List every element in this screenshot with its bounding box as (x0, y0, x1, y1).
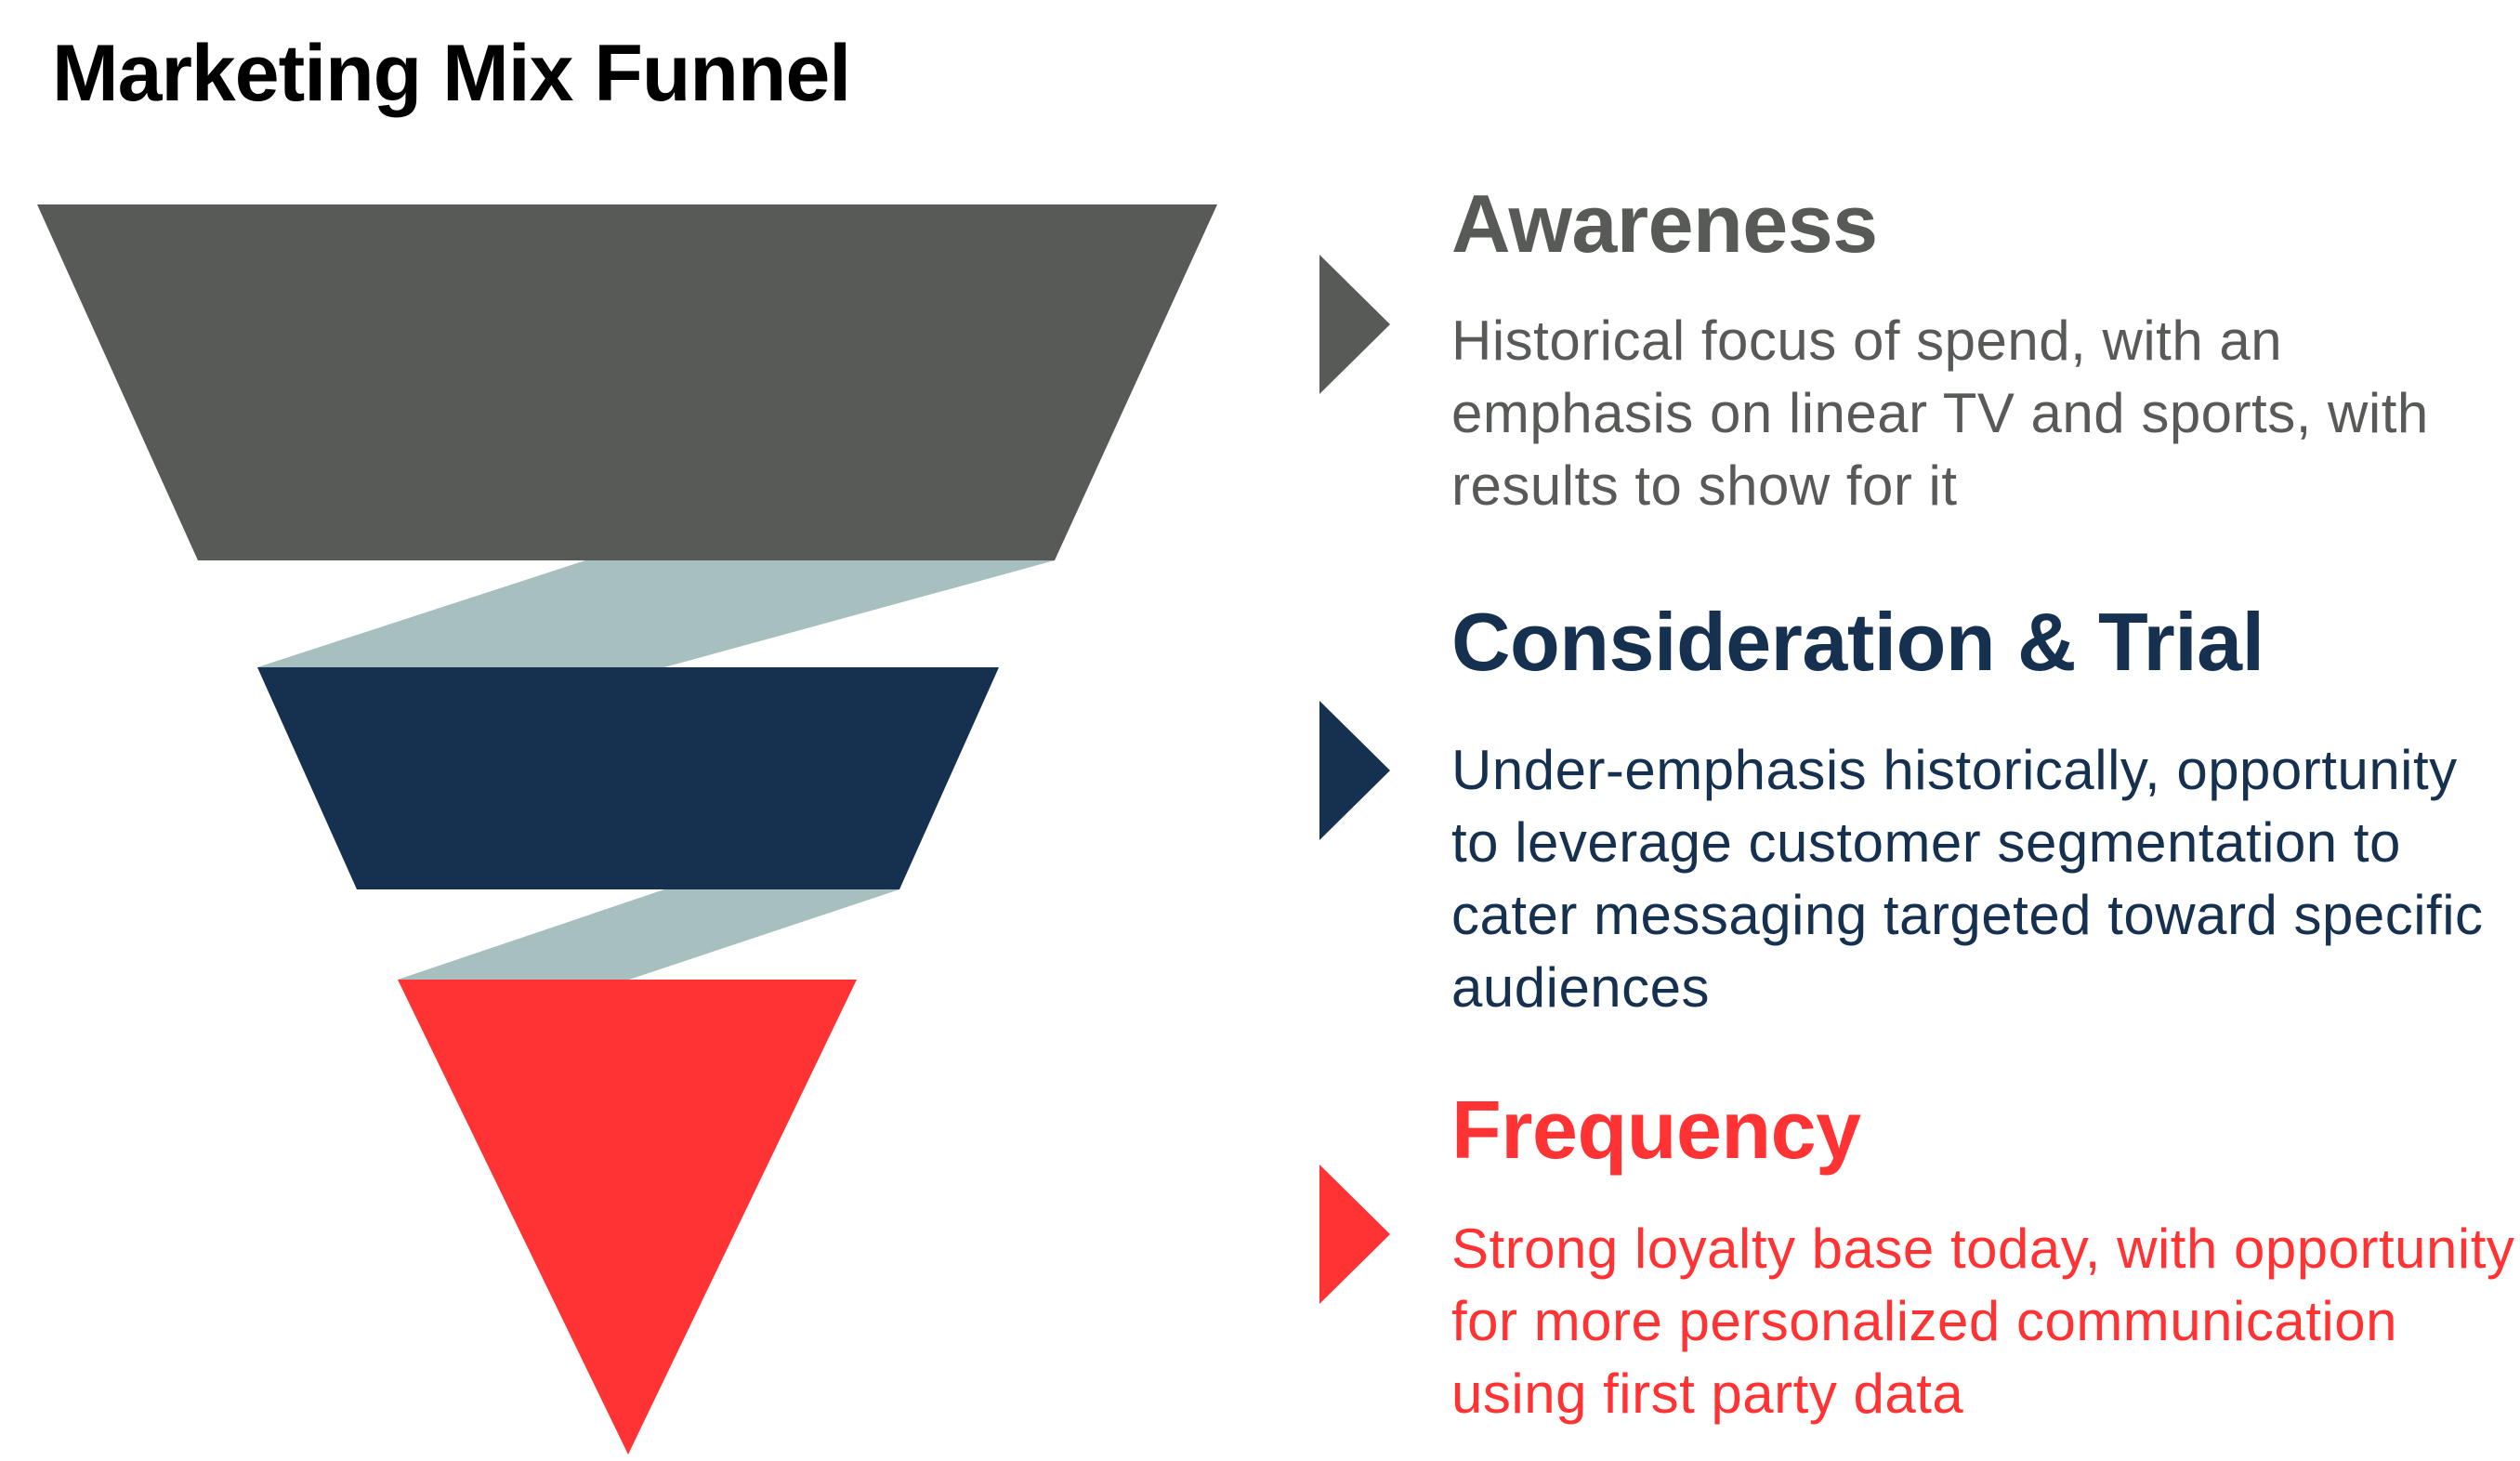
page-title: Marketing Mix Funnel (52, 29, 851, 118)
stage-description-consideration: Under-emphasis historically, opportunity… (1451, 739, 2484, 1019)
triangle-right-icon (1319, 1165, 1390, 1304)
stage-description-awareness: Historical focus of spend, with an empha… (1451, 309, 2429, 517)
funnel-connector-upper (257, 560, 1055, 667)
stage-description-frequency: Strong loyalty base today, with opportun… (1451, 1218, 2515, 1425)
triangle-right-icon (1319, 701, 1390, 840)
funnel-tip-frequency (398, 980, 857, 1454)
funnel-band-awareness (37, 204, 1217, 560)
triangle-right-icon (1319, 255, 1390, 394)
stage-heading-consideration: Consideration & Trial (1451, 596, 2264, 688)
funnel-band-consideration (257, 667, 999, 889)
funnel-connector-lower (398, 889, 899, 980)
stage-heading-awareness: Awareness (1451, 178, 1878, 270)
stage-heading-frequency: Frequency (1451, 1084, 1861, 1176)
